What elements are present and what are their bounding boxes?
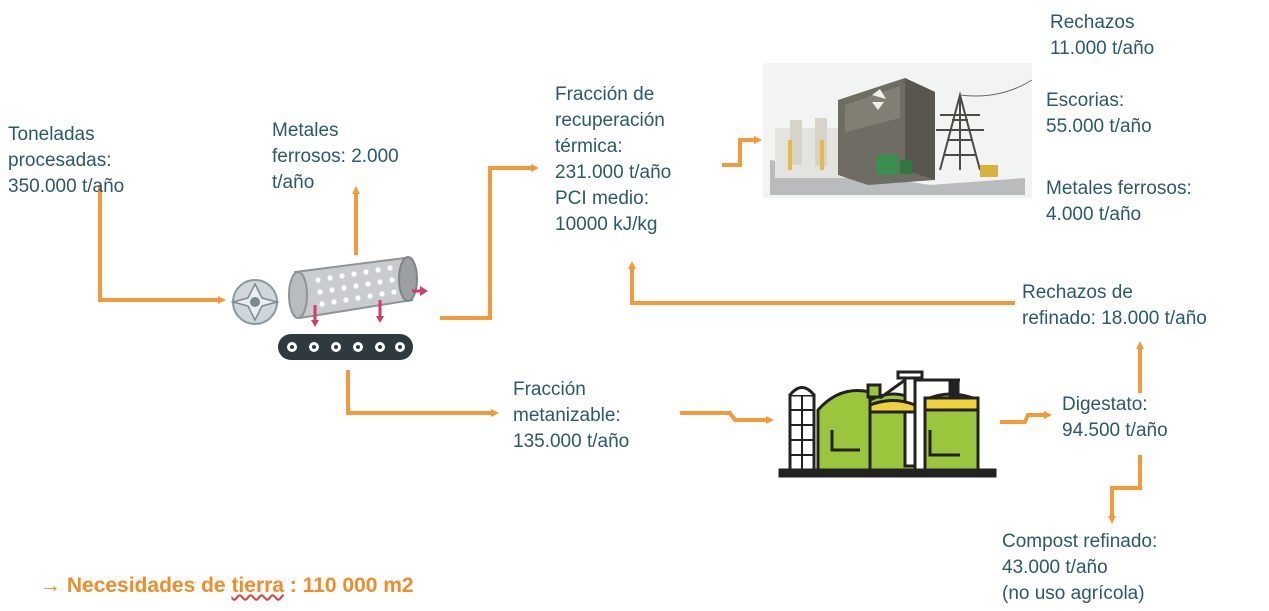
label-toneladas-procesadas: Toneladas procesadas: 350.000 t/año [8,124,125,197]
incineration-plant-image [763,63,1033,198]
label-fraccion-metanizable: Fracción metanizable: 135.000 t/año [513,379,630,452]
label-metales-ferrosos-separacion: Metales ferrosos: 2.000 t/año [272,120,399,193]
biogas-plant-icon [778,370,997,478]
arrow-input [98,185,226,304]
label-fraccion-recuperacion-termica: Fracción de recuperación térmica: 231.00… [555,84,672,235]
label-compost-refinado: Compost refinado: 43.000 t/año (no uso a… [1002,531,1158,604]
arrow-to-biogas [680,411,774,424]
label-rechazos-refinado: Rechazos de refinado: 18.000 t/año [1022,282,1207,329]
label-escorias: Escorias: 55.000 t/año [1046,90,1152,137]
land-requirement-note: → Necesidades de tierra : 110 000 m2 [40,574,414,598]
arrow-metanizable [346,370,499,417]
label-digestato: Digestato: 94.500 t/año [1062,394,1168,441]
note-prefix: Necesidades de [66,574,232,597]
arrow-to-plant [722,136,762,167]
trommel-sorter-icon [278,256,428,360]
arrow-rechazos-refinado [628,261,1015,305]
note-suffix: : 110 000 m2 [283,574,414,597]
note-underlined-word: tierra [231,574,284,597]
arrow-termica [440,164,539,320]
label-rechazos: Rechazos 11.000 t/año [1050,12,1155,59]
shredder-icon [230,279,280,325]
arrow-compost [1108,455,1142,524]
label-metales-ferrosos-planta: Metales ferrosos: 4.000 t/año [1046,178,1192,225]
arrow-glyph: → [40,574,61,597]
arrow-to-digestato [1000,411,1052,424]
